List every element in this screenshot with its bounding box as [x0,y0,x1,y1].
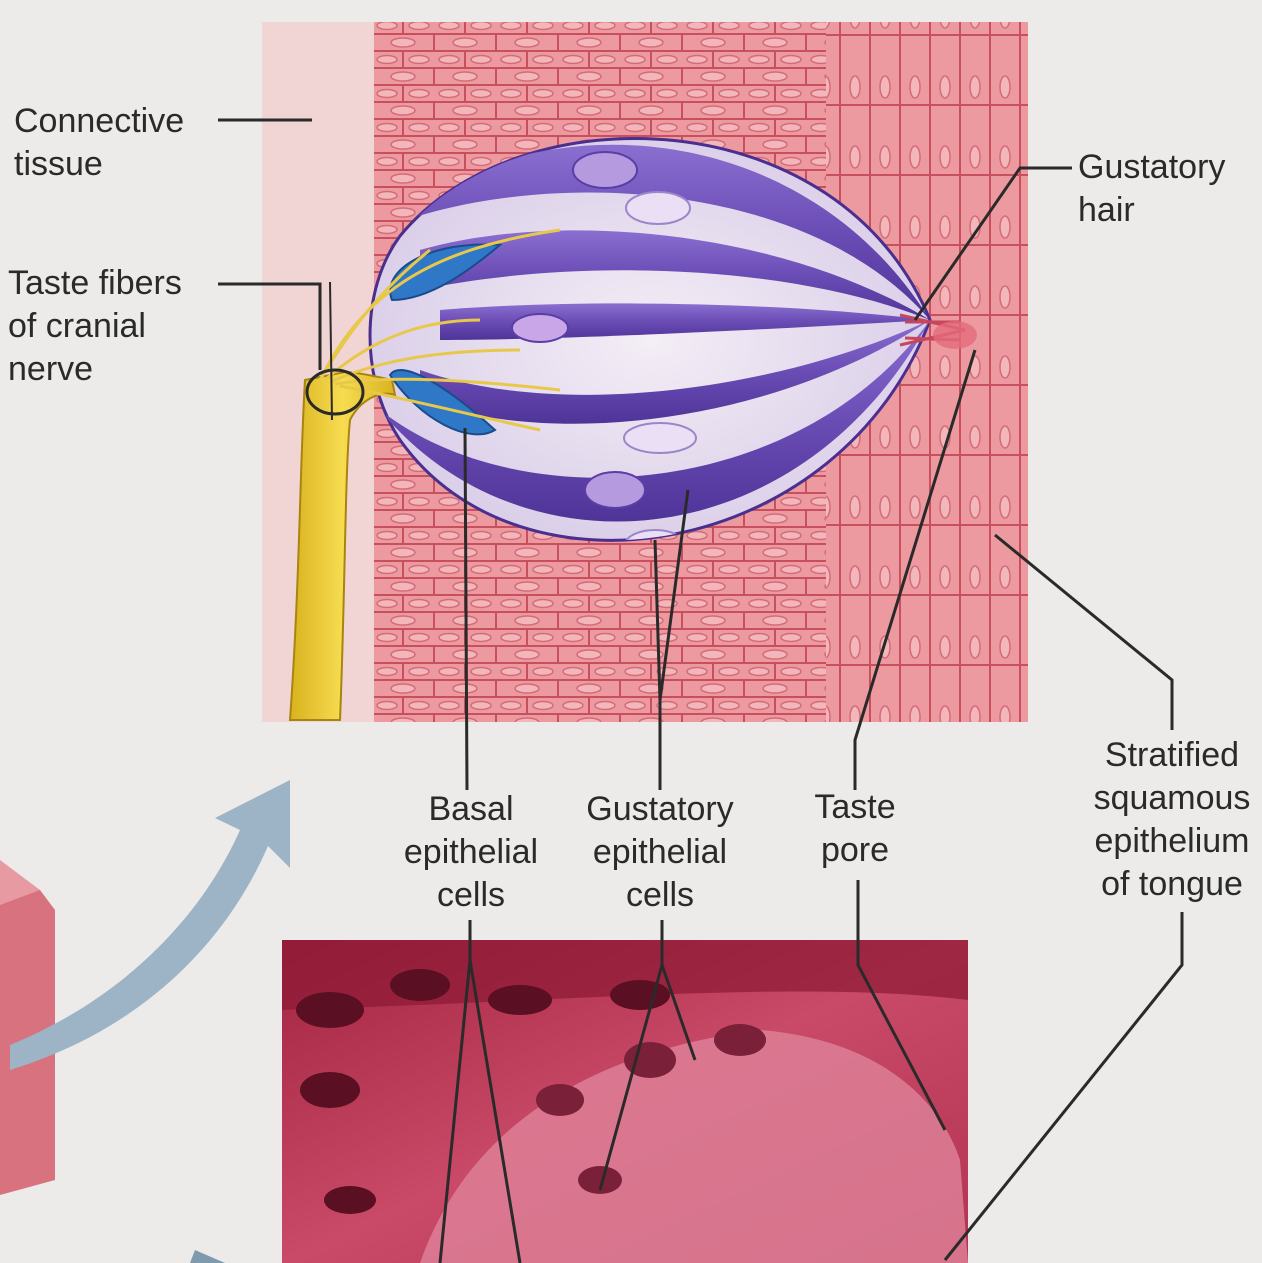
label-connective-tissue: Connective tissue [14,102,185,183]
label-taste-pore: Taste pore [814,788,896,869]
line-pore-micro [856,880,947,1131]
line-basal-micro [438,920,522,1263]
line-gustatory-micro [598,920,697,1191]
cranial-nerve [288,228,561,721]
line-basal [463,427,469,791]
basal-cell-lower [388,369,497,436]
label-gustatory-cells: Gustatory epithelial cells [586,790,734,914]
light-micrograph [282,940,968,1263]
line-stratified [994,533,1174,730]
gustatory-cells [380,144,930,541]
label-gustatory-hair: Gustatory hair [1078,148,1226,229]
tongue-block [0,860,55,1195]
line-taste-fibers [218,282,322,370]
lower-arrow [190,1250,225,1263]
zoom-arrow [10,780,290,1070]
line-gustatory-hair [913,166,1072,321]
label-basal-cells: Basal epithelial cells [403,790,539,914]
label-taste-fibers: Taste fibers of cranial nerve [8,264,182,388]
label-stratified-epithelium: Stratified squamous epithelium of tongue [1093,736,1251,903]
line-stratified-micro [943,912,1184,1261]
leader-lines [218,118,1184,1263]
line-taste-pore [853,349,977,790]
line-gustatory-cells [653,489,690,790]
